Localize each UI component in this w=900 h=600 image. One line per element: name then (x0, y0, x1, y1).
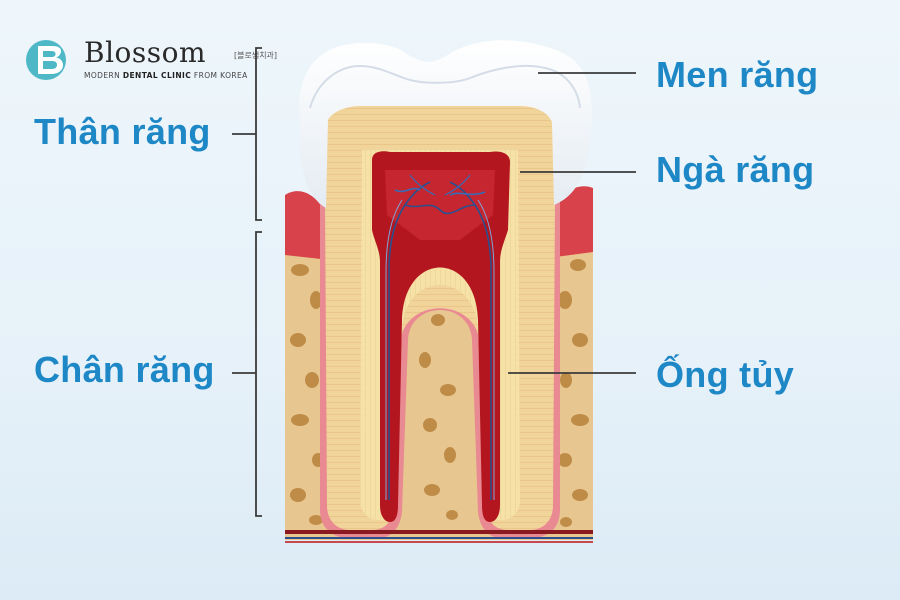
label-ong-tuy: Ống tủy (656, 354, 795, 395)
tagline-bold: DENTAL CLINIC (122, 71, 192, 80)
nerves-and-vessels (385, 174, 495, 500)
pulp-highlight (385, 170, 495, 240)
enamel-shade (309, 64, 581, 109)
label-men-rang: Men răng (656, 54, 819, 95)
enamel (299, 40, 592, 208)
pointer-lines (508, 72, 636, 374)
bone-spots (290, 246, 589, 527)
gum-left (285, 191, 330, 260)
tagline-prefix: MODERN (84, 71, 123, 80)
label-nga-rang: Ngà răng (656, 149, 815, 190)
brand-name: Blossom (84, 36, 207, 69)
blossom-logo-mark-icon (26, 40, 66, 80)
crown-bracket (232, 47, 262, 221)
label-than-rang: Thân răng (34, 111, 211, 152)
brand-tagline: MODERN DENTAL CLINIC FROM KOREA (84, 71, 248, 80)
tagline-suffix: FROM KOREA (191, 71, 248, 80)
root-bracket (232, 231, 262, 517)
label-chan-rang: Chân răng (34, 349, 215, 390)
pulp (372, 151, 510, 523)
bottom-vessels (285, 530, 593, 543)
